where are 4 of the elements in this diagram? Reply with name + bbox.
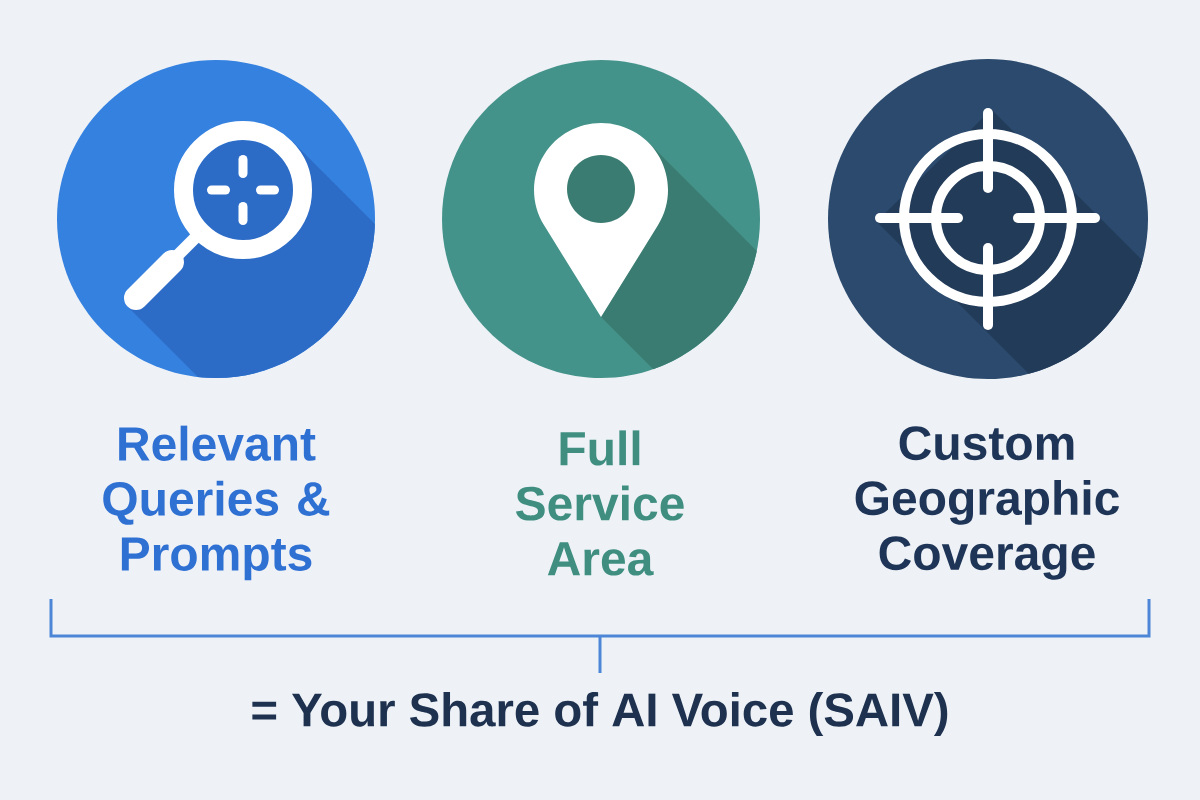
- summary-text: = Your Share of AI Voice (SAIV): [252, 691, 948, 737]
- heading: Custom Geographic Coverage: [855, 426, 1119, 580]
- heading: Relevant Queries & Prompts: [103, 425, 330, 581]
- heading: Full Service Area: [516, 430, 684, 576]
